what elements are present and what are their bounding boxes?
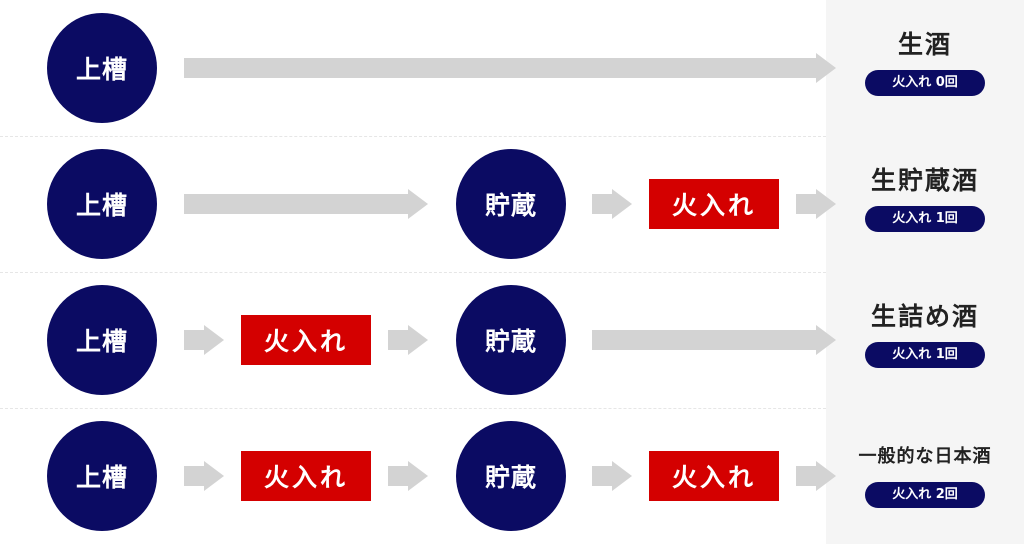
result-namazume: 生詰め酒 火入れ 1回 — [826, 302, 1024, 368]
step-hiire: 火入れ — [649, 451, 779, 501]
result-general: 一般的な日本酒 火入れ 2回 — [826, 442, 1024, 508]
step-joso: 上槽 — [47, 13, 157, 123]
process-row-nama: 上槽 生酒 火入れ 0回 — [0, 0, 1024, 136]
arrow-icon — [796, 184, 836, 224]
result-name: 生貯蔵酒 — [870, 166, 979, 195]
arrow-icon — [184, 48, 836, 88]
arrow-icon — [388, 320, 428, 360]
step-chozo: 貯蔵 — [456, 285, 566, 395]
arrow-icon — [592, 456, 632, 496]
row-divider — [0, 408, 826, 409]
step-joso: 上槽 — [47, 149, 157, 259]
arrow-icon — [388, 456, 428, 496]
step-chozo: 貯蔵 — [456, 421, 566, 531]
arrow-icon — [796, 456, 836, 496]
hiire-count-badge: 火入れ 1回 — [865, 206, 985, 232]
process-row-namazume: 上槽 火入れ 貯蔵 生詰め酒 火入れ 1回 — [0, 272, 1024, 408]
hiire-count-badge: 火入れ 1回 — [865, 342, 985, 368]
step-joso: 上槽 — [47, 285, 157, 395]
arrow-icon — [184, 184, 428, 224]
process-row-namachozo: 上槽 貯蔵 火入れ 生貯蔵酒 火入れ 1回 — [0, 136, 1024, 272]
result-name: 生酒 — [897, 30, 952, 59]
row-divider — [0, 136, 826, 137]
hiire-count-badge: 火入れ 2回 — [865, 482, 985, 508]
result-name: 生詰め酒 — [870, 302, 979, 331]
hiire-count-badge: 火入れ 0回 — [865, 70, 985, 96]
result-name: 一般的な日本酒 — [858, 446, 992, 467]
process-row-general: 上槽 火入れ 貯蔵 火入れ 一般的な日本酒 火入れ 2回 — [0, 408, 1024, 544]
arrow-icon — [184, 320, 224, 360]
arrow-icon — [592, 320, 836, 360]
arrow-icon — [184, 456, 224, 496]
step-hiire: 火入れ — [241, 315, 371, 365]
step-chozo: 貯蔵 — [456, 149, 566, 259]
result-namachozo: 生貯蔵酒 火入れ 1回 — [826, 166, 1024, 232]
step-joso: 上槽 — [47, 421, 157, 531]
step-hiire: 火入れ — [649, 179, 779, 229]
step-hiire: 火入れ — [241, 451, 371, 501]
row-divider — [0, 272, 826, 273]
result-nama: 生酒 火入れ 0回 — [826, 30, 1024, 96]
arrow-icon — [592, 184, 632, 224]
